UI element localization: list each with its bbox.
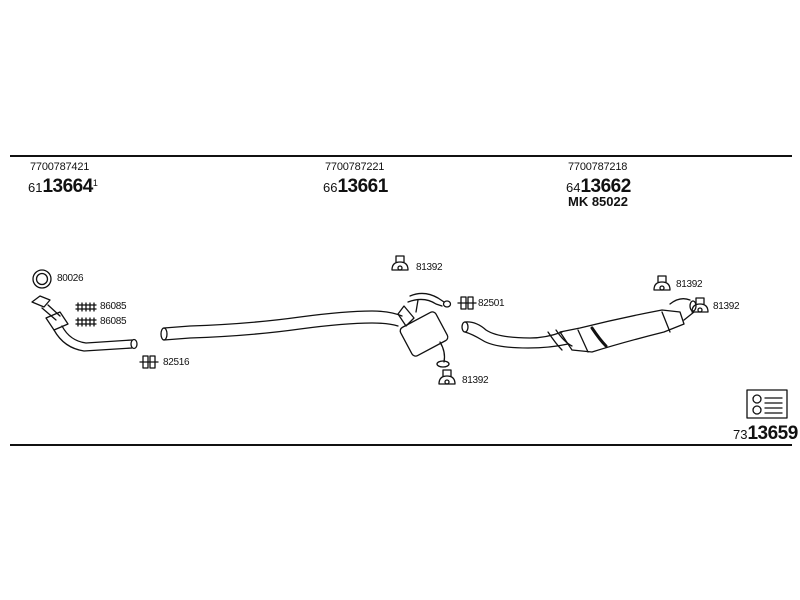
- part-label-bolt-a: 86085: [100, 301, 127, 312]
- part-label-mount-rear-right: 81392: [713, 301, 740, 312]
- bottom-rule: [10, 444, 792, 446]
- rear-pipe: [461, 321, 573, 351]
- group-1-prefix: 61: [28, 180, 43, 195]
- part-label-mount-mid-bottom: 81392: [462, 375, 489, 386]
- rubber-mount-icon: [653, 275, 671, 291]
- part-label-bolt-b: 86085: [100, 316, 127, 327]
- part-label-mount-rear-top: 81392: [676, 279, 703, 290]
- assembly-prefix: 73: [733, 427, 748, 442]
- group-3-prefix: 64: [566, 180, 581, 195]
- group-2-part-number: 6613661: [323, 177, 388, 196]
- front-downpipe: [31, 295, 138, 352]
- assembly-kit-icon: [746, 389, 788, 419]
- group-2-number: 13661: [337, 176, 388, 197]
- part-label-clamp-mid: 82501: [478, 298, 505, 309]
- top-rule: [10, 155, 792, 157]
- group-1-number: 13664: [42, 176, 93, 197]
- group-1-suffix: 1: [92, 178, 98, 188]
- group-3-number: 13662: [580, 176, 631, 197]
- gasket-ring-icon: [32, 269, 52, 289]
- part-label-gasket: 80026: [57, 273, 84, 284]
- assembly-number: 7313659: [733, 424, 798, 443]
- clamp-icon: [457, 296, 477, 310]
- group-3-part-number: 6413662: [566, 177, 631, 196]
- assembly-main-number: 13659: [747, 423, 798, 444]
- group-3-ref: 7700787218: [568, 161, 628, 173]
- group-2-ref: 7700787221: [325, 161, 385, 173]
- group-3-kit: MK 85022: [568, 194, 628, 209]
- group-1-ref: 7700787421: [30, 161, 90, 173]
- part-label-clamp-front: 82516: [163, 357, 190, 368]
- rubber-mount-icon: [391, 255, 409, 271]
- part-label-mount-mid-top: 81392: [416, 262, 443, 273]
- middle-silencer: [397, 292, 452, 368]
- group-1-part-number: 61136641: [28, 176, 98, 197]
- group-2-prefix: 66: [323, 180, 338, 195]
- rear-silencer: [559, 298, 697, 353]
- bolt-icon: [75, 317, 97, 327]
- rubber-mount-icon: [438, 369, 456, 385]
- bolt-icon: [75, 302, 97, 312]
- clamp-icon: [139, 355, 159, 369]
- rubber-mount-icon: [691, 297, 709, 313]
- intermediate-pipe: [160, 310, 403, 341]
